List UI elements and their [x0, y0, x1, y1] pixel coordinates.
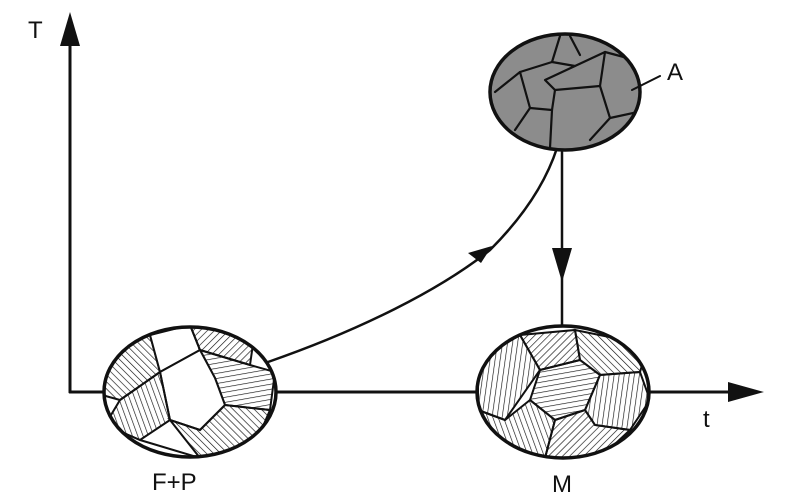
martensite-grain: M	[475, 324, 651, 498]
quench-path	[552, 146, 572, 330]
austenite-outline	[488, 32, 642, 152]
austenite-grain: A	[488, 32, 683, 152]
x-axis-arrowhead	[728, 382, 764, 402]
fp-outline	[102, 325, 278, 459]
quench-arrowhead	[552, 248, 572, 282]
martensite-outline	[475, 324, 651, 460]
heating-path	[266, 146, 559, 364]
x-axis-label: t	[703, 406, 710, 433]
austenite-label: A	[667, 59, 683, 86]
fp-label: F+P	[152, 469, 197, 496]
y-axis-arrowhead	[60, 12, 80, 46]
austenite-leader-line	[631, 75, 661, 91]
martensite-label: M	[552, 471, 572, 498]
y-axis-label: T	[28, 17, 43, 44]
heating-curve	[266, 146, 559, 364]
ferrite-pearlite-grain: F+P	[102, 325, 278, 496]
heating-arrowhead	[468, 246, 492, 263]
